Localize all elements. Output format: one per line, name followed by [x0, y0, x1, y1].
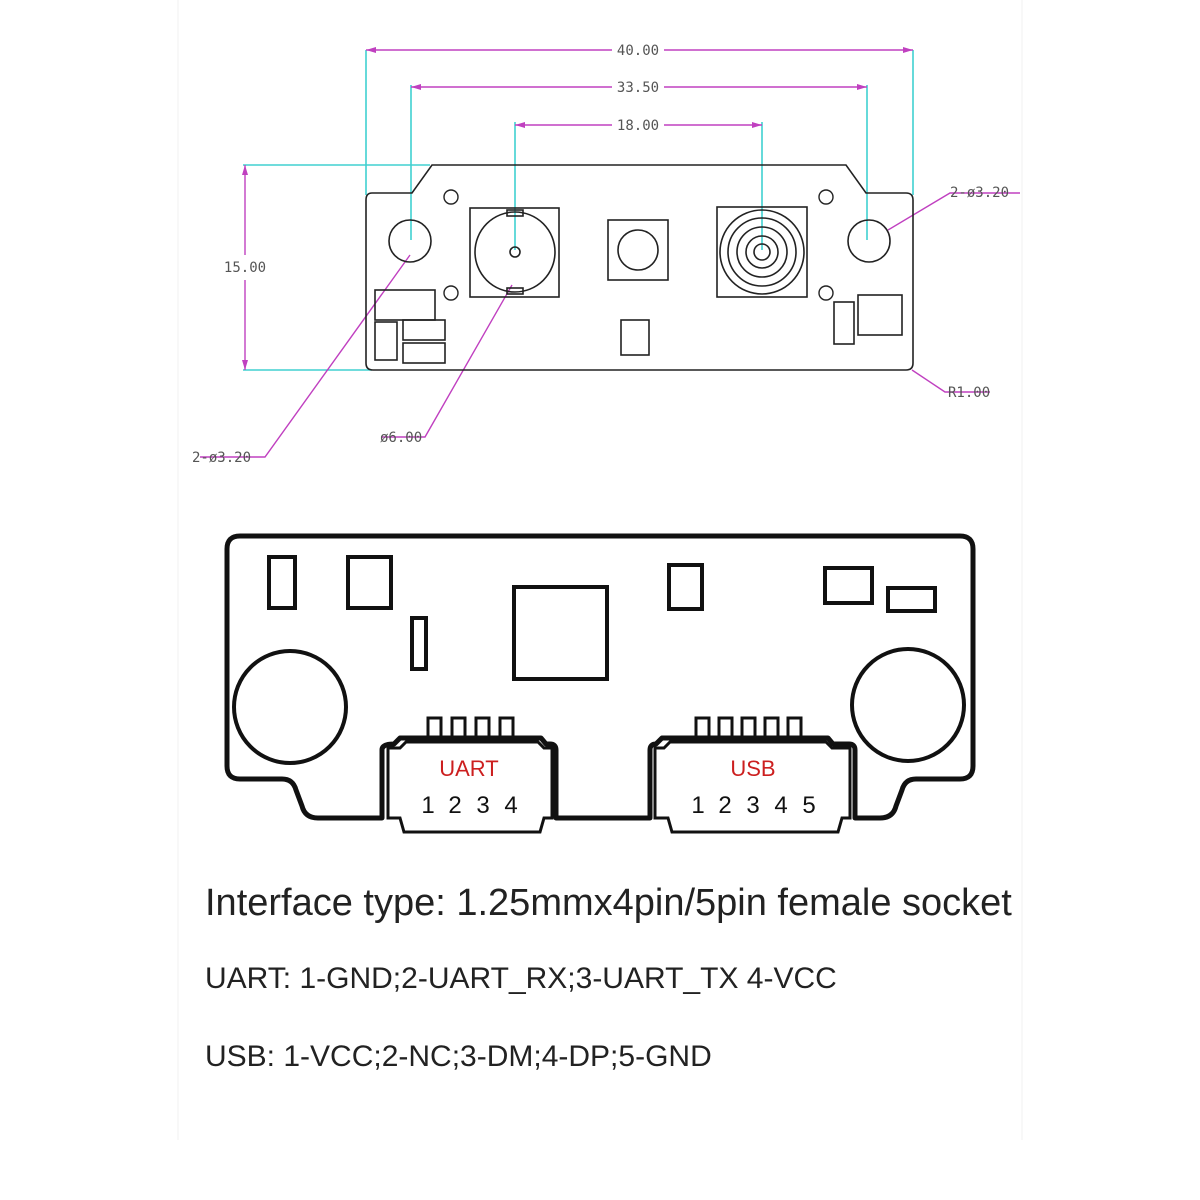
usb-pin: 3: [746, 792, 759, 819]
uart-pin: 4: [504, 792, 517, 819]
back-components: [267, 555, 937, 681]
small-hole-bl: [443, 285, 459, 301]
small-hole-tr: [818, 189, 834, 205]
uart-pinout-caption: UART: 1-GND;2-UART_RX;3-UART_TX 4-VCC: [205, 962, 837, 995]
dim-lens: ø6.00: [380, 430, 422, 446]
components-right: [833, 294, 903, 345]
components-left: [374, 289, 446, 364]
usb-pin: 5: [802, 792, 815, 819]
uart-pin: 1: [421, 792, 434, 819]
usb-pin: 1: [691, 792, 704, 819]
small-chip-center: [620, 319, 650, 356]
uart-connector: UART 1 2 3 4: [386, 716, 554, 834]
usb-label: USB: [730, 756, 775, 781]
back-mount-hole-right: [850, 647, 966, 763]
dimension-arrows: [242, 47, 913, 370]
small-hole-tl: [443, 189, 459, 205]
dim-33-5: 33.50: [617, 80, 659, 96]
uart-label: UART: [439, 756, 499, 781]
usb-pin: 2: [718, 792, 731, 819]
dim-hole-right: 2-ø3.20: [950, 185, 1009, 201]
lens-left: [469, 207, 560, 298]
board-outline-back: [224, 533, 976, 821]
usb-pin: 4: [774, 792, 787, 819]
dim-18: 18.00: [617, 118, 659, 134]
extension-lines: [243, 50, 914, 371]
front-view: 40.00 33.50 18.00 15.00 2-ø3.20 2-ø3.20 …: [192, 43, 1020, 466]
dim-corner-radius: R1.00: [948, 385, 990, 401]
uart-pin: 3: [476, 792, 489, 819]
back-view: UART 1 2 3 4 USB 1 2 3 4 5: [224, 533, 976, 834]
usb-connector: USB 1 2 3 4 5: [653, 716, 852, 834]
small-hole-br: [818, 285, 834, 301]
mount-hole-left: [388, 219, 432, 263]
usb-pinout-caption: USB: 1-VCC;2-NC;3-DM;4-DP;5-GND: [205, 1040, 712, 1073]
uart-socket: [386, 740, 554, 834]
board-outline-front: [365, 164, 914, 371]
dim-hole-left: 2-ø3.20: [192, 450, 251, 466]
interface-type-caption: Interface type: 1.25mmx4pin/5pin female …: [205, 882, 1012, 924]
usb-socket: [653, 740, 852, 834]
mount-hole-right: [847, 219, 891, 263]
dimension-lines: [200, 49, 1020, 458]
lens-right: [716, 206, 808, 298]
dim-40: 40.00: [617, 43, 659, 59]
back-mount-hole-left: [232, 649, 348, 765]
center-sensor: [607, 219, 669, 281]
uart-pin: 2: [448, 792, 461, 819]
dim-15: 15.00: [224, 260, 266, 276]
